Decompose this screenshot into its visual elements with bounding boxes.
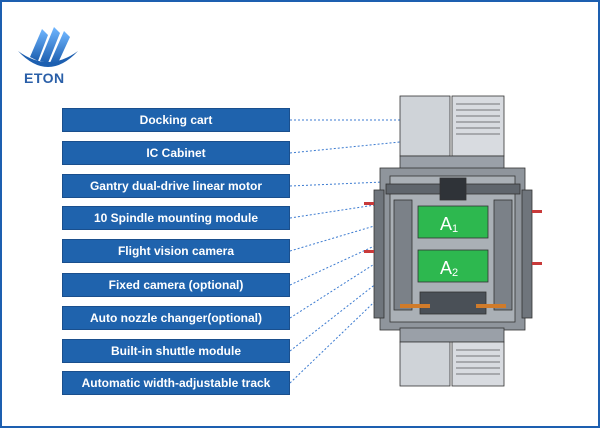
orange-bar-right	[476, 304, 506, 308]
left-rail	[373, 189, 385, 319]
lower-module	[419, 291, 487, 315]
left-feeder-bank	[393, 199, 413, 311]
label-ic-cabinet: IC Cabinet	[62, 141, 290, 165]
bottom-docking-cart-left	[399, 341, 451, 387]
left-marker-top	[364, 202, 374, 205]
label-spindle-mounting-module: 10 Spindle mounting module	[62, 206, 290, 230]
bottom-feeder-rack	[456, 349, 500, 375]
label-flight-vision-camera: Flight vision camera	[62, 239, 290, 263]
right-marker-mid	[532, 262, 542, 265]
top-feeder-rack	[456, 103, 500, 135]
bottom-docking-cart-right	[451, 341, 505, 387]
top-docking-cart-left	[399, 95, 451, 157]
label-docking-cart: Docking cart	[62, 108, 290, 132]
label-shuttle-module: Built-in shuttle module	[62, 339, 290, 363]
zone-a1	[417, 205, 489, 239]
zone-a1-label: A1	[440, 214, 458, 235]
label-width-adjustable-track: Automatic width-adjustable track	[62, 371, 290, 395]
eton-logo-icon	[18, 27, 78, 67]
machine-top-view: A1 A2	[364, 95, 542, 387]
mounting-head	[439, 177, 467, 201]
right-marker-top	[532, 210, 542, 213]
top-docking-cart-right	[451, 95, 505, 157]
label-fixed-camera: Fixed camera (optional)	[62, 273, 290, 297]
left-marker-mid	[364, 250, 374, 253]
right-rail	[521, 189, 533, 319]
bottom-cart-base	[399, 327, 505, 343]
zone-a2-label: A2	[440, 258, 458, 279]
zone-a2	[417, 249, 489, 283]
right-feeder-bank	[493, 199, 513, 311]
label-gantry-linear-motor: Gantry dual-drive linear motor	[62, 174, 290, 198]
label-auto-nozzle-changer: Auto nozzle changer(optional)	[62, 306, 290, 330]
brand-name: ETON	[24, 70, 65, 86]
orange-bar-left	[400, 304, 430, 308]
